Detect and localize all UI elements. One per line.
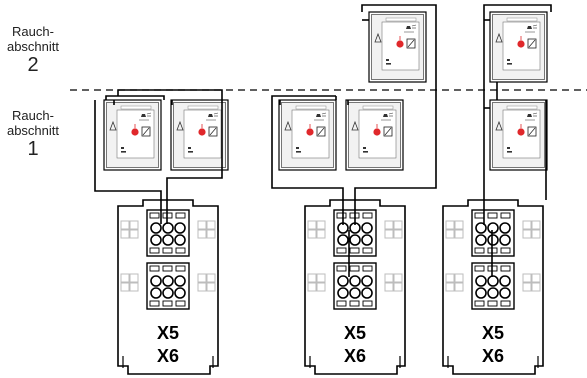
zone-label-line1: Rauch- — [12, 108, 54, 123]
wiring-group-2 — [271, 4, 437, 277]
terminal-label-x6: X6 — [344, 346, 366, 366]
control-button-unit — [278, 99, 337, 171]
terminal-label-x5: X5 — [157, 323, 179, 343]
zone-number: 1 — [27, 138, 39, 160]
terminal-label-x6: X6 — [482, 346, 504, 366]
control-button-unit — [489, 11, 548, 83]
zone-2-label: Rauch- abschnitt 2 — [0, 24, 66, 76]
zone-label-line1: Rauch- — [12, 24, 54, 39]
control-button-unit — [368, 11, 427, 83]
zone-label-line2: abschnitt — [6, 39, 60, 54]
terminal-label-x6: X6 — [157, 346, 179, 366]
control-button-unit — [489, 99, 548, 171]
terminal-label-x5: X5 — [344, 323, 366, 343]
zone-label-line2: abschnitt — [6, 123, 60, 138]
terminal-label-x5: X5 — [482, 323, 504, 343]
wiring-group-3 — [483, 4, 552, 277]
zone-number: 2 — [27, 54, 39, 76]
control-button-unit — [103, 99, 162, 171]
control-button-unit — [170, 99, 229, 171]
zone-1-label: Rauch- abschnitt 1 — [0, 108, 66, 160]
wiring-group-1 — [94, 89, 223, 224]
control-button-unit — [345, 99, 404, 171]
